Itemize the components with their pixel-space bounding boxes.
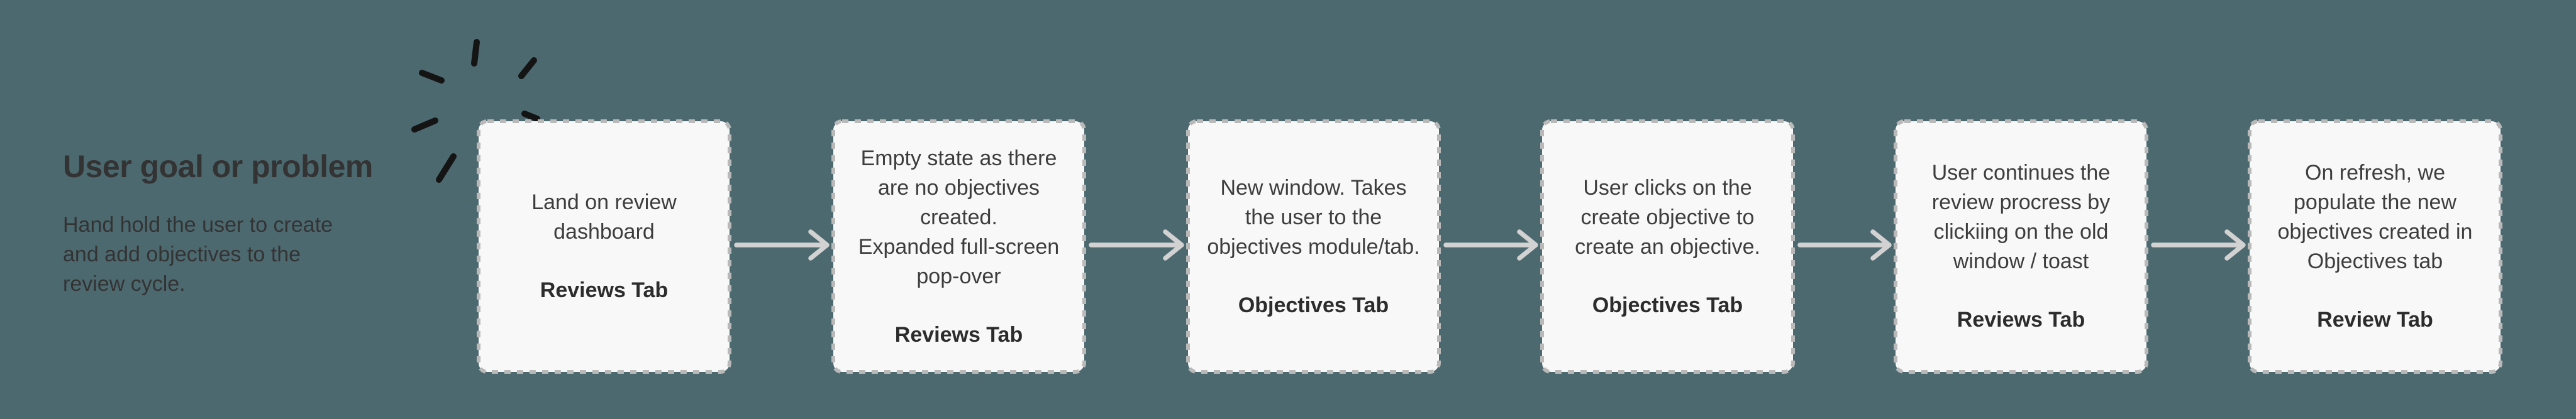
flow-arrow[interactable] [1797, 229, 1892, 261]
goal-description: Hand hold the user to create and add obj… [63, 213, 333, 296]
step-tab-label: Objectives Tab [1592, 293, 1743, 317]
step-description: Empty state as there are no objectives c… [858, 146, 1060, 288]
burst-stroke [411, 117, 438, 133]
page-title: User goal or problem [63, 149, 373, 184]
burst-stroke [471, 39, 480, 67]
step-tab-label: Objectives Tab [1238, 293, 1389, 317]
flow-arrow[interactable] [734, 229, 830, 261]
flow-step-card-6[interactable]: On refresh, we populate the new objectiv… [2248, 119, 2502, 374]
flow-arrow[interactable] [1089, 229, 1184, 261]
flow-arrow[interactable] [2151, 229, 2246, 261]
step-description: On refresh, we populate the new objectiv… [2277, 161, 2473, 273]
flow-arrow[interactable] [1443, 229, 1538, 261]
step-tab-label: Review Tab [2317, 308, 2433, 332]
step-description: New window. Takes the user to the object… [1207, 175, 1420, 259]
flow-step-card-5[interactable]: User continues the review procress by cl… [1894, 119, 2148, 374]
step-description: User clicks on the create objective to c… [1575, 175, 1760, 259]
burst-stroke [518, 57, 537, 79]
flow-step-card-3[interactable]: New window. Takes the user to the object… [1186, 119, 1441, 374]
step-tab-label: Reviews Tab [540, 278, 669, 302]
flow-step-card-1[interactable]: Land on review dashboard Reviews Tab [477, 119, 731, 374]
step-description: Land on review dashboard [531, 190, 677, 244]
step-description: User continues the review procress by cl… [1931, 161, 2111, 273]
burst-stroke [419, 70, 445, 84]
flow-step-card-4[interactable]: User clicks on the create objective to c… [1540, 119, 1795, 374]
step-tab-label: Reviews Tab [894, 322, 1023, 347]
step-tab-label: Reviews Tab [1957, 308, 2085, 332]
burst-stroke [521, 111, 540, 122]
flow-step-card-2[interactable]: Empty state as there are no objectives c… [831, 119, 1086, 374]
